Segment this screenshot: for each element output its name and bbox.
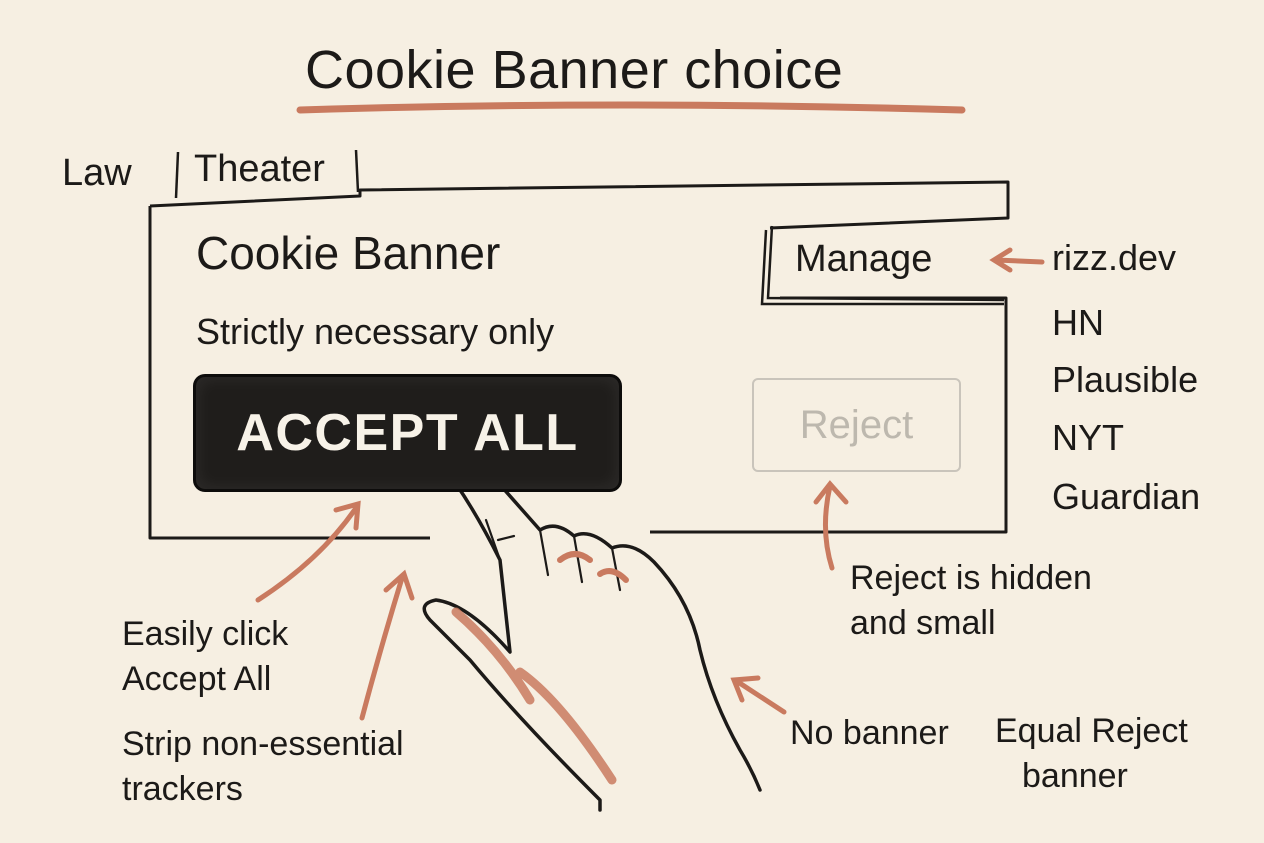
title-underline: [296, 101, 966, 114]
site-label-rizz: rizz.dev: [1052, 237, 1177, 278]
manage-button[interactable]: Manage: [795, 238, 933, 280]
arrow-manage: [989, 247, 1045, 273]
tab-divider: [174, 151, 180, 199]
hand-sketch: [422, 442, 762, 812]
note-accept-line2: Accept All: [122, 660, 272, 698]
site-label-guardian: Guardian: [1052, 476, 1201, 517]
note-no-banner: No banner: [790, 714, 949, 752]
note-strip-line2: trackers: [122, 770, 243, 808]
note-reject-line2: and small: [850, 604, 996, 642]
banner-heading: Cookie Banner: [196, 227, 501, 279]
arrow-reject: [813, 480, 849, 571]
reject-button[interactable]: Reject: [752, 378, 961, 472]
arrow-strip: [359, 569, 415, 721]
note-accept-line1: Easily click: [122, 615, 289, 653]
arrow-no-banner: [730, 675, 787, 715]
site-label-plausible: Plausible: [1052, 359, 1199, 400]
tab-law[interactable]: Law: [62, 152, 132, 194]
site-label-nyt: NYT: [1052, 417, 1124, 458]
note-reject-line1: Reject is hidden: [850, 559, 1092, 597]
manage-box: [760, 225, 1005, 306]
tab-theater[interactable]: Theater: [194, 148, 325, 190]
note-equal-reject-line1: Equal Reject: [995, 712, 1188, 750]
note-strip-line1: Strip non-essential: [122, 725, 404, 763]
accept-all-button[interactable]: ACCEPT ALL: [193, 374, 622, 492]
site-label-hn: HN: [1052, 302, 1104, 343]
page-title: Cookie Banner choice: [305, 40, 844, 100]
tab-divider: [354, 149, 360, 193]
arrow-accept: [255, 500, 361, 603]
banner-subtitle: Strictly necessary only: [196, 311, 555, 352]
note-equal-reject-line2: banner: [1022, 757, 1128, 795]
